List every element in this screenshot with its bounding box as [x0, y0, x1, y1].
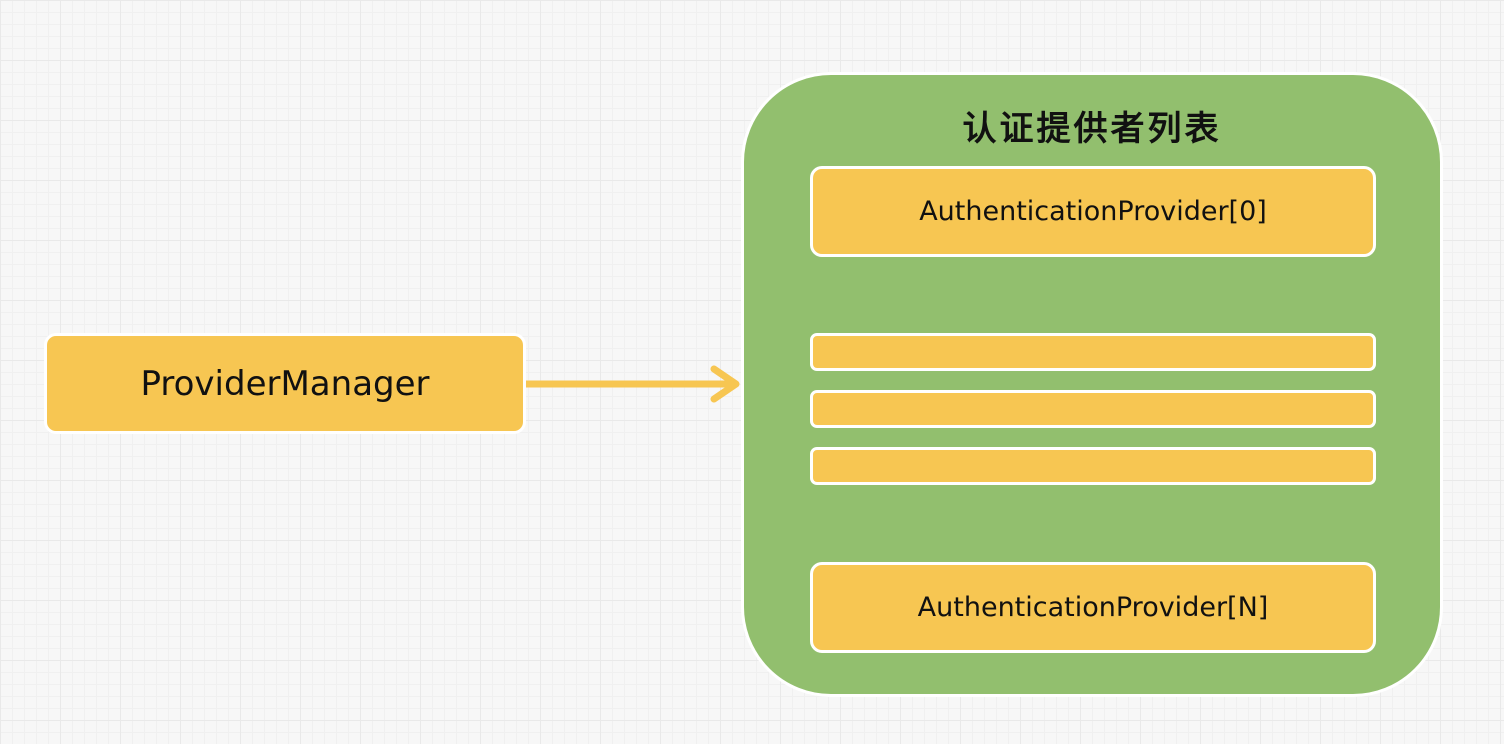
provider-placeholder-bar — [810, 333, 1376, 371]
authentication-provider-last: AuthenticationProvider[N] — [810, 562, 1376, 653]
arrow-head — [710, 365, 740, 403]
authentication-provider-last-label: AuthenticationProvider[N] — [917, 592, 1269, 623]
authentication-provider-first-label: AuthenticationProvider[0] — [919, 196, 1267, 227]
authentication-provider-first: AuthenticationProvider[0] — [810, 166, 1376, 257]
provider-list-title: 认证提供者列表 — [962, 109, 1222, 149]
provider-placeholder-bar — [810, 447, 1376, 485]
provider-manager-label: ProviderManager — [140, 363, 430, 404]
connector-arrow — [526, 365, 740, 403]
provider-manager-box: ProviderManager — [44, 333, 526, 434]
provider-placeholder-bar — [810, 390, 1376, 428]
provider-list-container: 认证提供者列表 AuthenticationProvider[0] Authen… — [741, 72, 1443, 697]
